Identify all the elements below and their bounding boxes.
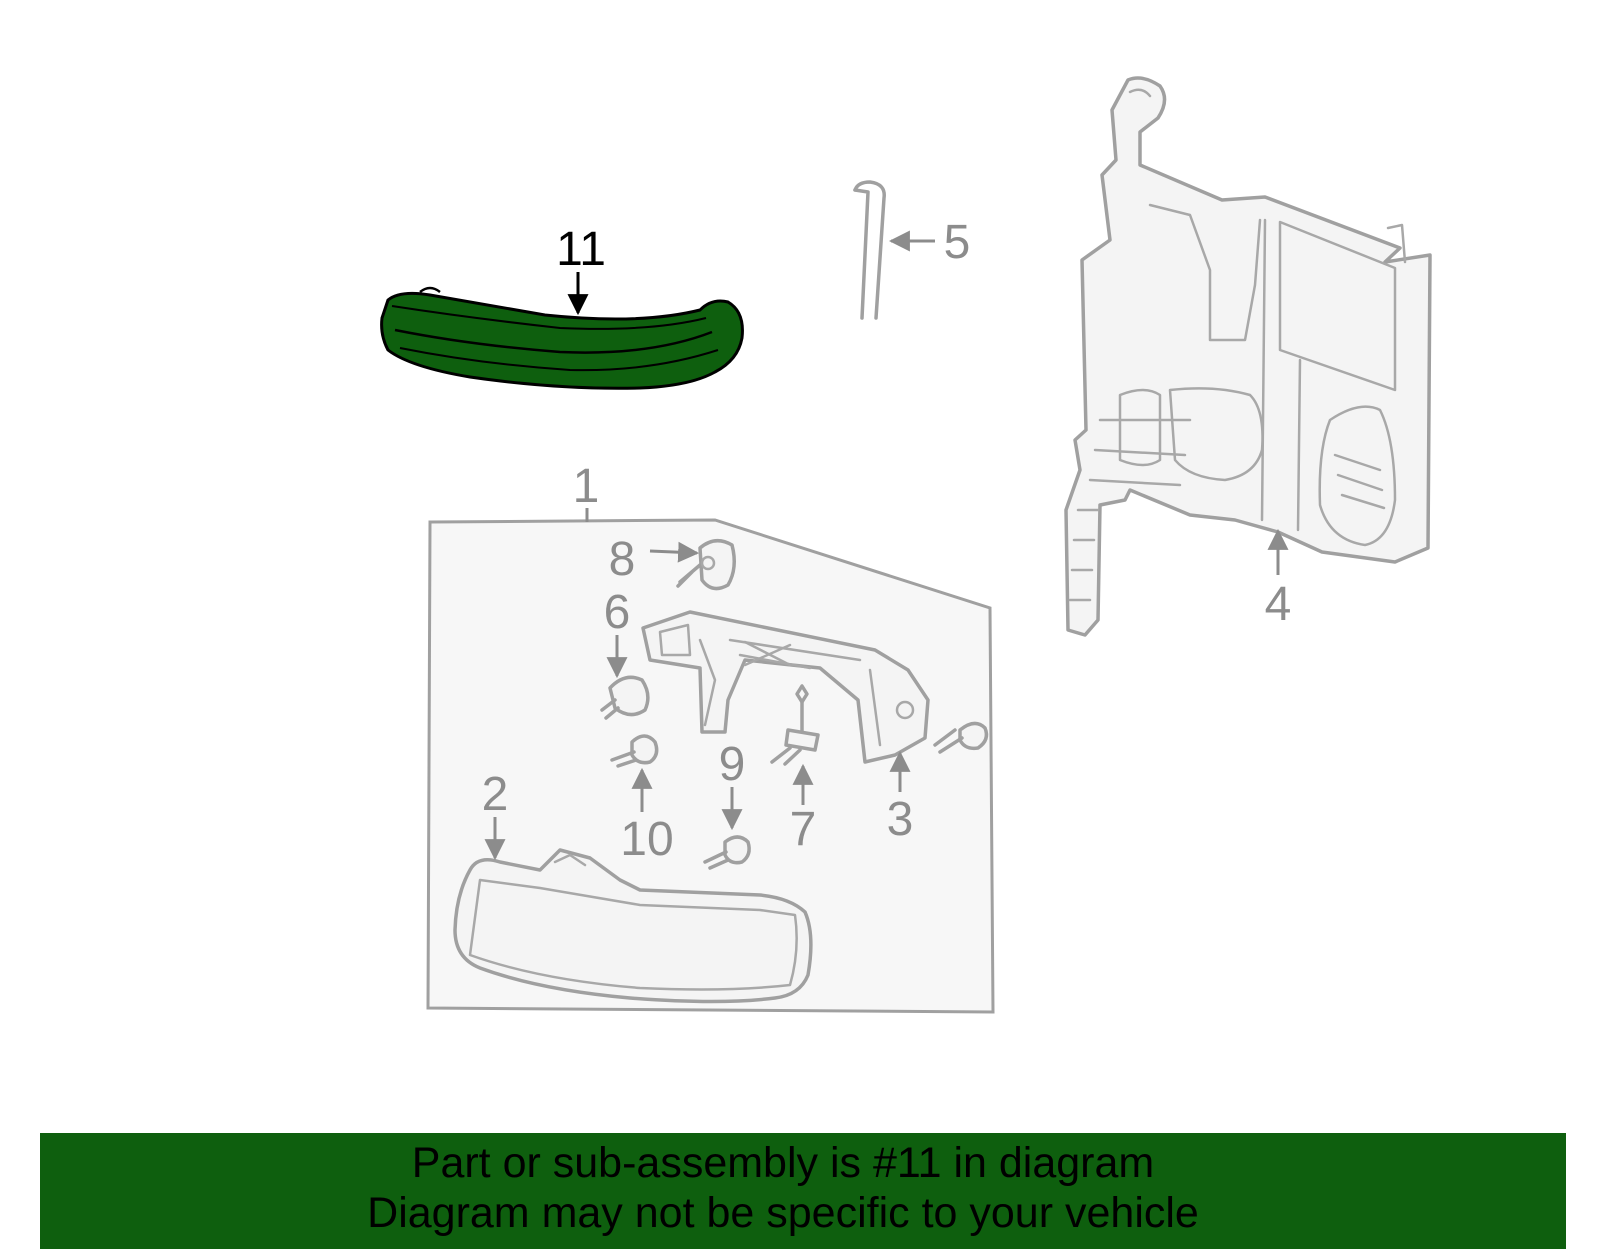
info-banner: Part or sub-assembly is #11 in diagram D… <box>40 1133 1566 1249</box>
part-7-clip[interactable] <box>770 684 820 766</box>
part-5-hose[interactable] <box>853 180 886 320</box>
callout-11: 11 <box>556 223 606 276</box>
part-8-socket[interactable] <box>676 538 736 591</box>
callout-1: 1 <box>573 460 600 513</box>
callout-7: 7 <box>790 803 817 856</box>
callout-5: 5 <box>944 216 971 269</box>
banner-line-disclaimer: Diagram may not be specific to your vehi… <box>367 1189 1199 1237</box>
callout-10: 10 <box>620 813 673 866</box>
part-3-bolt[interactable] <box>933 721 989 754</box>
callout-2: 2 <box>482 768 509 821</box>
part-9-bulb[interactable] <box>703 835 751 870</box>
part-10-bulb[interactable] <box>610 734 659 768</box>
banner-line-part: Part or sub-assembly is #11 in diagram <box>411 1139 1155 1187</box>
part-11-lamp[interactable] <box>380 286 744 390</box>
part-4-radiator-support[interactable] <box>1064 76 1432 637</box>
part-3-bracket[interactable] <box>641 610 930 764</box>
callout-8-arrow <box>649 541 700 563</box>
part-2-headlamp[interactable] <box>453 848 813 1004</box>
callout-9: 9 <box>719 738 746 791</box>
callout-6: 6 <box>604 586 631 639</box>
callout-8: 8 <box>609 533 636 586</box>
callout-4: 4 <box>1265 578 1292 631</box>
callout-3: 3 <box>887 793 914 846</box>
